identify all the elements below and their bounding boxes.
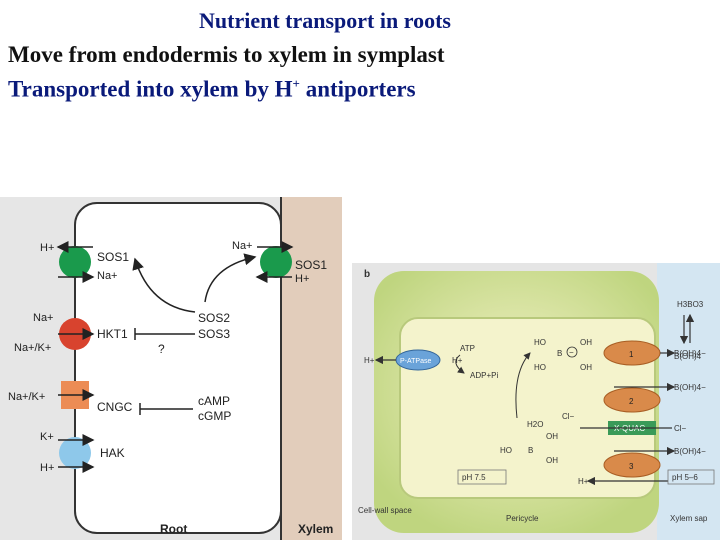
- atp-hydrolysis-arrow: [455, 354, 465, 374]
- cell-ph-box: [457, 469, 507, 485]
- slide-heading: Nutrient transport in roots: [199, 8, 451, 33]
- xylem-region: [281, 197, 342, 540]
- h-out-label: H+: [364, 356, 375, 365]
- sos1-left-label: SOS1: [97, 250, 129, 264]
- atp-label: ATP: [460, 344, 475, 353]
- ho-mid-label: HO: [500, 446, 512, 455]
- xylem-sap-label: Xylem sap: [670, 514, 708, 523]
- sos1-right-h-label: H+: [295, 273, 309, 285]
- boron-top-label: B: [557, 349, 562, 358]
- oh-bottom-label: OH: [580, 363, 592, 372]
- sap-ph-label: pH 5–6: [672, 473, 698, 482]
- na-hkt-label: Na+: [33, 312, 54, 324]
- root-transporter-figure: H+ Na+ Na+/K+ Na+/K+ K+ H+ SOS1 Na+ HKT1…: [0, 197, 342, 540]
- oh-top-label: OH: [580, 338, 592, 347]
- boh4-out-1-label: B(OH)4−: [674, 349, 706, 358]
- sos2-to-left-sos1-arrow: [132, 257, 196, 313]
- chloride-out-label: Cl−: [674, 424, 687, 433]
- channel-2-label: 2: [629, 397, 634, 406]
- channel-1-label: 1: [629, 350, 634, 359]
- pericycle-label: Pericycle: [506, 514, 539, 523]
- ho-top-label: HO: [534, 338, 546, 347]
- bullet-antiporters-text: Transported into xylem by H: [8, 76, 293, 102]
- oh-mid-label: OH: [546, 432, 558, 441]
- borate-channel-3: [603, 452, 661, 478]
- sap-ph-box: [667, 469, 715, 485]
- bullet-antiporters-tail: antiporters: [299, 76, 416, 102]
- nak-hkt-label: Na+/K+: [14, 342, 51, 354]
- ho-bottom-label: HO: [534, 363, 546, 372]
- cgmp-label: cGMP: [198, 409, 231, 423]
- sos1-right-transporter: [260, 246, 292, 278]
- cngc-label: CNGC: [97, 400, 133, 414]
- pericycle-transport-figure: b H3BO3 B(OH)4 P-ATPase H+ H+ ATP ADP+Pi…: [352, 263, 720, 540]
- boh4-out-2-label: B(OH)4−: [674, 383, 706, 392]
- sos1-left-transporter: [59, 246, 91, 278]
- h-in-label: H+: [452, 356, 463, 365]
- slide-title: Nutrient transport in roots Move from en…: [0, 0, 720, 110]
- chloride-in-label: Cl−: [562, 412, 575, 421]
- bullet-symplast: Move from endodermis to xylem in symplas…: [8, 42, 445, 67]
- camp-label: cAMP: [198, 394, 230, 408]
- sos3-label: SOS3: [198, 327, 230, 341]
- sos2-label: SOS2: [198, 311, 230, 325]
- panel-letter: b: [364, 269, 370, 280]
- p-atpase-label: P-ATPase: [400, 358, 431, 365]
- boric-acid-to-borate-arrow: [515, 352, 531, 419]
- h3bo3-label: H3BO3: [677, 300, 704, 309]
- oh-low-label: OH: [546, 456, 558, 465]
- h-bottom-label: H+: [578, 477, 589, 486]
- adp-label: ADP+Pi: [470, 371, 498, 380]
- hkt1-label: HKT1: [97, 327, 128, 341]
- negative-charge-circle: [566, 346, 578, 358]
- nak-cngc-label: Na+/K+: [8, 391, 45, 403]
- sos1-right-label: SOS1: [295, 258, 327, 272]
- unknown-regulator-label: ?: [158, 342, 165, 356]
- h-plus-superscript: +: [292, 76, 300, 91]
- sos1-right-na-label: Na+: [232, 240, 253, 252]
- cell-wall-space-label: Cell-wall space: [358, 506, 412, 515]
- sos2-to-right-sos1-arrow: [204, 253, 257, 303]
- boron-mid-label: B: [528, 446, 533, 455]
- xylem-region-label: Xylem: [298, 522, 333, 536]
- hak-transporter: [59, 437, 91, 469]
- channel-3-label: 3: [629, 462, 634, 471]
- sos1-left-na-label: Na+: [97, 270, 118, 282]
- h-top-label: H+: [40, 242, 54, 254]
- boh4-sap-label: B(OH)4: [674, 352, 702, 361]
- bullet-antiporters: Transported into xylem by H+ antiporters: [8, 76, 416, 103]
- k-hak-label: K+: [40, 431, 54, 443]
- cell-ph-label: pH 7.5: [462, 473, 486, 482]
- h2o-label: H2O: [527, 420, 543, 429]
- hak-label: HAK: [100, 446, 125, 460]
- boh4-out-3-label: B(OH)4−: [674, 447, 706, 456]
- root-region-label: Root: [160, 522, 187, 536]
- xylem-sap-region: [657, 263, 720, 540]
- h-hak-label: H+: [40, 462, 54, 474]
- borate-channel-2: [603, 387, 661, 413]
- negative-charge-label: −: [569, 348, 574, 357]
- pericycle-cytoplasm: [399, 317, 656, 499]
